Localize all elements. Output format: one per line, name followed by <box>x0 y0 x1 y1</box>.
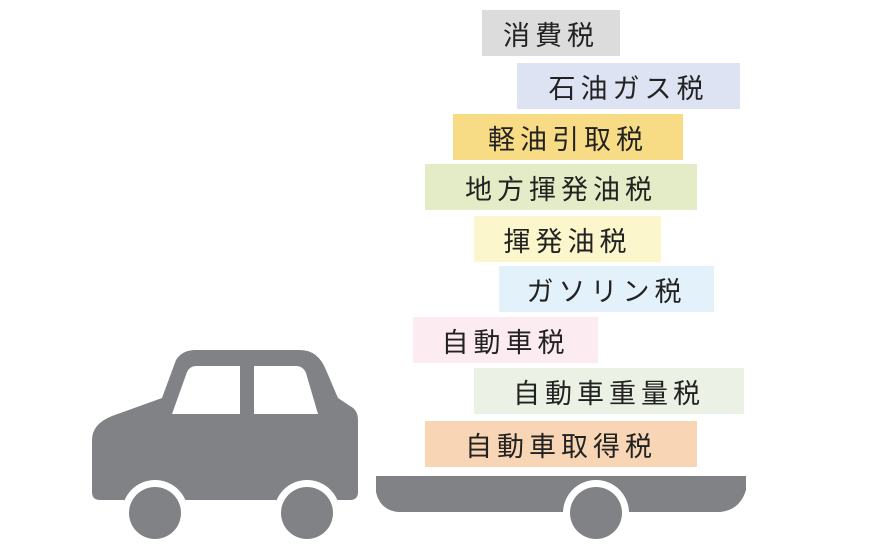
trailer-bed <box>376 476 746 512</box>
tax-label-automobile: 自動車税 <box>413 317 598 363</box>
car-rear-tire <box>281 487 333 539</box>
tax-label-lpg: 石油ガス税 <box>517 63 740 109</box>
car-front-window <box>172 366 240 414</box>
car-rear-window <box>254 366 318 414</box>
trailer-tire <box>570 487 622 539</box>
car-front-tire <box>129 487 181 539</box>
tax-label-weight: 自動車重量税 <box>474 368 744 414</box>
tax-label-diesel: 軽油引取税 <box>453 114 683 160</box>
tax-label-gasoline-excise: 揮発油税 <box>474 216 661 262</box>
tax-label-gasoline: ガソリン税 <box>499 266 714 312</box>
tax-label-local-gasoline: 地方揮発油税 <box>425 164 697 210</box>
tax-label-acquisition: 自動車取得税 <box>425 421 697 467</box>
tax-label-consumption: 消費税 <box>482 10 620 56</box>
